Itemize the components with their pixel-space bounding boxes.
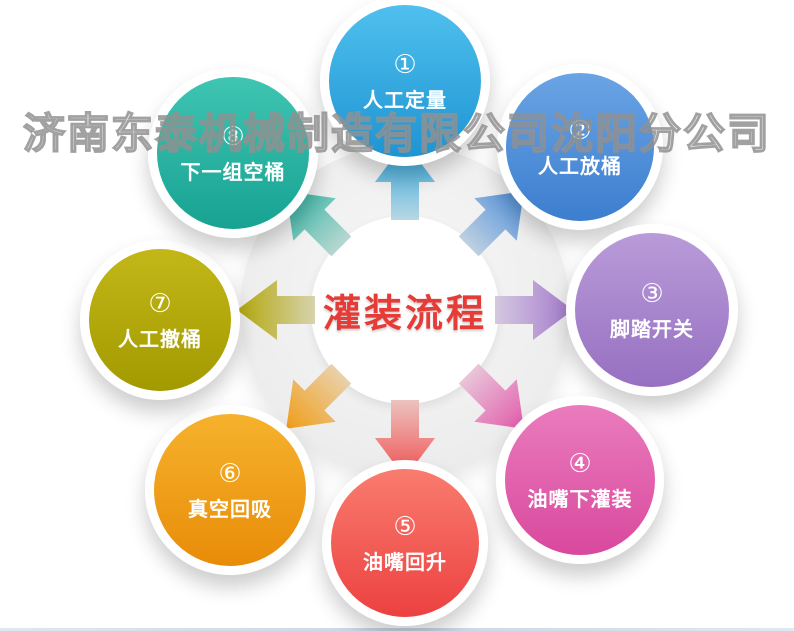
arrow-up-left-icon xyxy=(286,191,352,257)
arrow-down-right-icon xyxy=(458,363,524,429)
arrow-up-right-icon xyxy=(458,191,524,257)
step-label: 下一组空桶 xyxy=(180,162,286,185)
step-label: 油嘴回升 xyxy=(363,552,447,575)
step-number: ④ xyxy=(568,447,592,478)
arrow-right-icon xyxy=(495,280,573,340)
step-number: ② xyxy=(568,114,592,145)
flow-arrows xyxy=(237,142,573,478)
step-label: 人工撤桶 xyxy=(118,329,202,352)
process-step-3-foot-switch: ③ 脚踏开关 xyxy=(566,224,738,396)
arrow-down-icon xyxy=(375,400,435,478)
step-number: ⑧ xyxy=(221,120,245,151)
step-label: 脚踏开关 xyxy=(610,319,694,342)
process-step-6-vacuum-suckback: ⑥ 真空回吸 xyxy=(145,405,315,575)
hub-inner-circle xyxy=(311,216,499,404)
process-step-5-nozzle-up: ⑤ 油嘴回升 xyxy=(322,460,488,626)
step-label: 人工放桶 xyxy=(538,156,622,179)
step-number: ① xyxy=(393,48,417,79)
process-step-8-next-empty-barrels: ⑧ 下一组空桶 xyxy=(148,68,318,238)
diagram-title: 灌装流程 xyxy=(322,293,488,336)
process-step-2-manual-barrel-place: ② 人工放桶 xyxy=(497,64,663,230)
step-number: ⑥ xyxy=(218,457,242,488)
arrow-down-left-icon xyxy=(286,363,352,429)
step-label: 油嘴下灌装 xyxy=(527,489,633,512)
step-number: ③ xyxy=(640,277,664,308)
step-number: ⑦ xyxy=(148,287,172,318)
step-label: 人工定量 xyxy=(363,90,447,113)
process-step-4-nozzle-down-fill: ④ 油嘴下灌装 xyxy=(496,396,664,564)
bottom-divider xyxy=(0,628,794,631)
process-step-7-manual-barrel-remove: ⑦ 人工撤桶 xyxy=(80,240,240,400)
step-label: 真空回吸 xyxy=(188,499,272,522)
process-step-1-manual-dosing: ① 人工定量 xyxy=(320,0,490,166)
step-number: ⑤ xyxy=(393,510,417,541)
arrow-left-icon xyxy=(237,280,315,340)
arrow-up-icon xyxy=(375,142,435,220)
